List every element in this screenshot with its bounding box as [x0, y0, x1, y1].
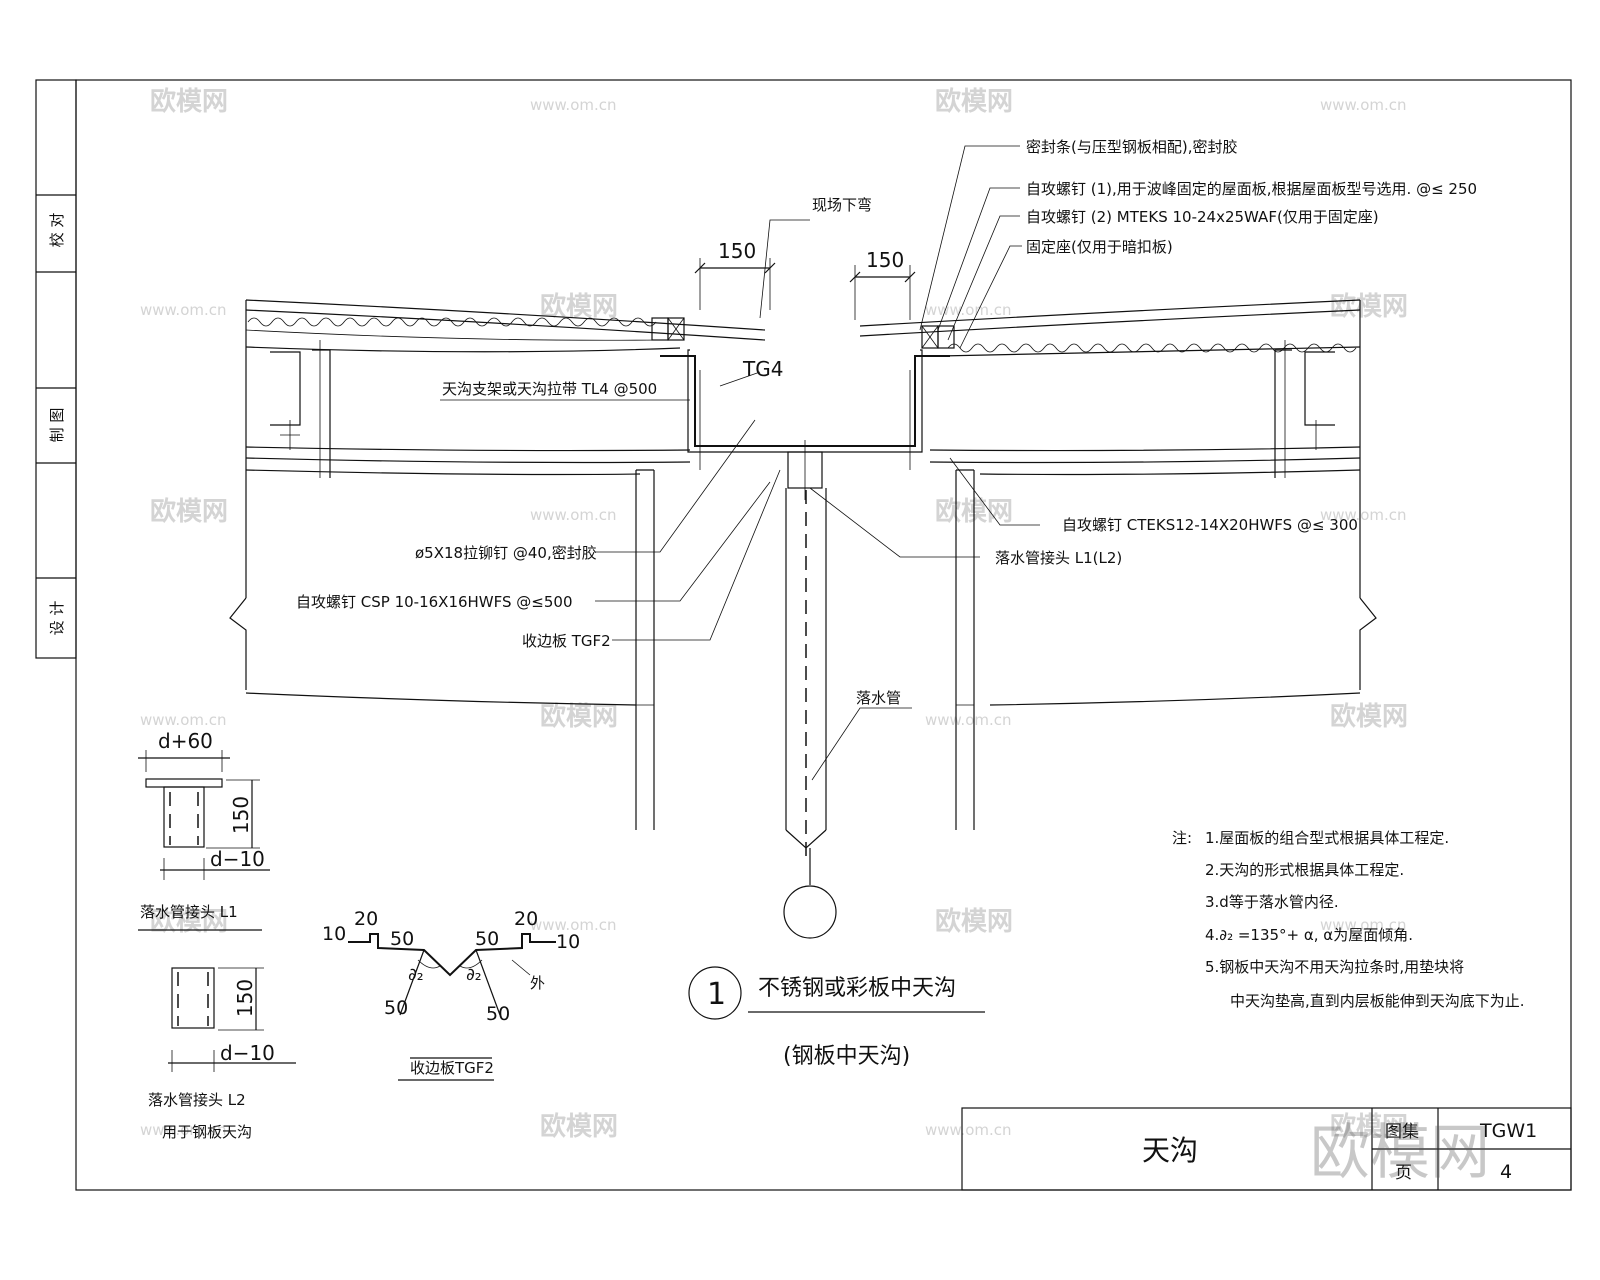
label-rivet: ø5X18拉铆钉 @40,密封胶 [415, 544, 597, 562]
sheet-name: 天沟 [1142, 1134, 1198, 1167]
watermark-url: www.om.cn [925, 711, 1012, 729]
label-site-bend: 现场下弯 [812, 196, 872, 214]
watermark-url: www.om.cn [140, 1121, 227, 1139]
detail-number-circle [688, 966, 742, 1020]
sheet-block [961, 1107, 1572, 1191]
watermark-brand: 欧模网 [540, 701, 618, 732]
label-screw-ct: 自攻螺钉 CTEKS12-14X20HWFS @≤ 300 [1062, 516, 1358, 534]
tgf2-10-left: 10 [322, 923, 346, 945]
gutter-profile [651, 317, 955, 470]
dim-150-left-text: 150 [718, 239, 756, 263]
watermark-url: www.om.cn [925, 301, 1012, 319]
watermark-brand: 欧模网 [540, 291, 618, 322]
l2-caption: 落水管接头 L2 [148, 1091, 246, 1109]
watermark-brand: 欧模网 [150, 496, 228, 527]
l2-dim-side: 150 [233, 979, 257, 1017]
downpipe [783, 440, 837, 939]
watermark-url: www.om.cn [530, 96, 617, 114]
sheet-code: TGW1 [1479, 1120, 1537, 1142]
side-label-draw: 制 图 [48, 408, 66, 443]
sheet-code-label: 图集 [1385, 1122, 1419, 1142]
watermark-brand: 欧模网 [935, 906, 1013, 937]
note-item: 1.屋面板的组合型式根据具体工程定. [1205, 829, 1449, 847]
note-item: 2.天沟的形式根据具体工程定. [1205, 861, 1404, 879]
watermark-brand: 欧模网 [150, 906, 228, 937]
watermark-url: www.om.cn [1320, 506, 1407, 524]
label-downpipe-joint: 落水管接头 L1(L2) [995, 549, 1122, 567]
watermark-brand: 欧模网 [1330, 1111, 1408, 1142]
watermark-url: www.om.cn [1320, 916, 1407, 934]
l2-caption2: 用于钢板天沟 [162, 1123, 252, 1141]
watermark-brand: 欧模网 [1330, 291, 1408, 322]
dim-150-right-text: 150 [866, 248, 904, 272]
label-screw-csp: 自攻螺钉 CSP 10-16X16HWFS @≤500 [296, 593, 573, 611]
l1-dim-side: 150 [229, 796, 253, 834]
detail-l2 [168, 967, 296, 1072]
side-label-design: 设 计 [48, 601, 66, 636]
tgf2-50-left-bottom: 50 [384, 997, 408, 1019]
roof-right [859, 299, 1377, 706]
label-seal-strip: 密封条(与压型钢板相配),密封胶 [1026, 138, 1237, 156]
watermark-url: www.om.cn [530, 916, 617, 934]
detail-l1 [138, 750, 270, 931]
tgf2-angle-left: ∂₂ [408, 965, 424, 985]
label-tg4: TG4 [742, 357, 783, 381]
detail-tgf2 [348, 933, 556, 1059]
leader-lines [440, 145, 1040, 781]
l1-caption: 落水管接头 L1 [140, 903, 238, 921]
tgf2-angle-right: ∂₂ [466, 965, 482, 985]
tgf2-outside: 外 [530, 974, 545, 992]
dim-150-left [694, 258, 776, 310]
tgf2-caption: 收边板TGF2 [410, 1059, 494, 1077]
l2-dim-bottom: d−10 [220, 1041, 275, 1065]
label-support: 天沟支架或天沟拉带 TL4 @500 [442, 380, 657, 398]
label-trim-tgf2: 收边板 TGF2 [522, 632, 611, 650]
note-item: 5.钢板中天沟不用天沟拉条时,用垫块将 [1205, 958, 1464, 976]
tgf2-20-right: 20 [514, 908, 538, 930]
side-label-check: 校 对 [48, 213, 66, 248]
tgf2-50-left-top: 50 [390, 928, 414, 950]
l1-dim-bottom: d−10 [210, 847, 265, 871]
note-item: 中天沟垫高,直到内层板能伸到天沟底下为止. [1230, 992, 1525, 1010]
l1-dim-top: d+60 [158, 729, 213, 753]
sheet-page: 4 [1500, 1161, 1512, 1183]
label-screw1: 自攻螺钉 (1),用于波峰固定的屋面板,根据屋面板型号选用. @≤ 250 [1026, 180, 1477, 198]
watermark-brand: 欧模网 [1330, 701, 1408, 732]
watermark-brand: 欧模网 [935, 86, 1013, 117]
detail-title: 不锈钢或彩板中天沟 [758, 976, 956, 1001]
note-item: 3.d等于落水管内径. [1205, 893, 1339, 911]
watermark-big: 欧模网 [1310, 1118, 1490, 1188]
tgf2-20-left: 20 [354, 908, 378, 930]
label-screw2: 自攻螺钉 (2) MTEKS 10-24x25WAF(仅用于固定座) [1026, 208, 1379, 226]
label-fixing-seat: 固定座(仅用于暗扣板) [1026, 238, 1173, 256]
watermark-url: www.om.cn [925, 1121, 1012, 1139]
insulation-right [947, 343, 1357, 353]
drawing-frame [35, 79, 1572, 1191]
tgf2-50-right-top: 50 [475, 928, 499, 950]
watermark-url: www.om.cn [140, 301, 227, 319]
columns [635, 469, 975, 830]
tgf2-50-right-bottom: 50 [486, 1003, 510, 1025]
notes-head: 注: [1172, 829, 1192, 847]
watermark-url: www.om.cn [140, 711, 227, 729]
dim-150-right [849, 265, 916, 320]
note-item: 4.∂₂ =135°+ α, α为屋面倾角. [1205, 926, 1413, 944]
sheet-page-label: 页 [1395, 1163, 1412, 1183]
watermark-url: www.om.cn [1320, 96, 1407, 114]
watermark-brand: 欧模网 [150, 86, 228, 117]
notes-list: 1.屋面板的组合型式根据具体工程定. 2.天沟的形式根据具体工程定. 3.d等于… [1205, 829, 1525, 1010]
watermark-url: www.om.cn [530, 506, 617, 524]
roof-left [229, 299, 766, 706]
detail-number: 1 [707, 977, 726, 1012]
label-downpipe: 落水管 [856, 689, 901, 707]
tgf2-10-right: 10 [556, 931, 580, 953]
insulation-left [247, 317, 657, 327]
detail-subtitle: (钢板中天沟) [783, 1044, 910, 1069]
watermark-brand: 欧模网 [540, 1111, 618, 1142]
